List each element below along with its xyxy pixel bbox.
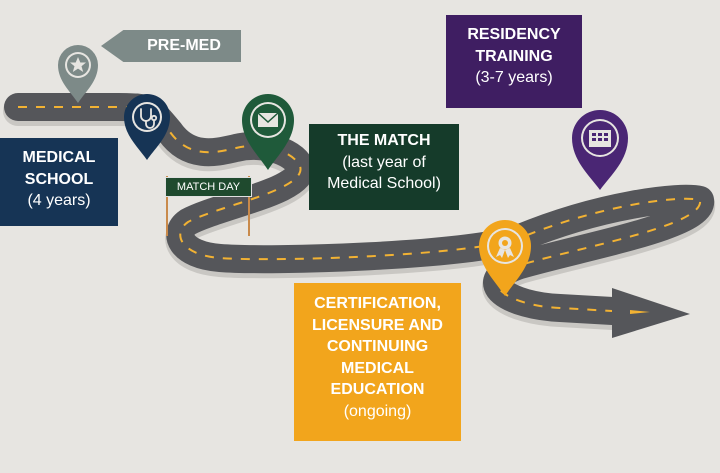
envelope-icon: [257, 112, 279, 127]
medical-school-title-line1: MEDICAL: [22, 149, 96, 166]
match-day-sign-label: MATCH DAY: [165, 177, 252, 197]
residency-pin: [572, 110, 628, 190]
certification-box: CERTIFICATION, LICENSURE AND CONTINUING …: [294, 283, 461, 441]
the-match-box: THE MATCH (last year of Medical School): [309, 124, 459, 210]
the-match-sub-line1: (last year of: [342, 153, 426, 171]
residency-duration: (3-7 years): [475, 69, 553, 87]
match-pin: [242, 94, 294, 170]
road-arrow-tip-line: [630, 310, 650, 314]
award-icon: [496, 236, 514, 258]
certification-duration: (ongoing): [343, 402, 412, 420]
premed-label: PRE-MED: [101, 30, 241, 62]
residency-title-line1: RESIDENCY: [467, 26, 561, 43]
match-day-sign: MATCH DAY: [165, 172, 252, 197]
certification-pin: [479, 220, 531, 296]
medical-school-box: MEDICAL SCHOOL (4 years): [0, 138, 118, 226]
the-match-sub-line2: Medical School): [327, 175, 441, 193]
star-icon: [70, 57, 86, 72]
stethoscope-icon: [140, 108, 158, 129]
premed-pin: [58, 45, 98, 103]
certification-line: CONTINUING: [326, 338, 429, 356]
certification-line: MEDICAL: [341, 359, 414, 377]
certification-line: EDUCATION: [330, 381, 425, 399]
residency-box: RESIDENCY TRAINING (3-7 years): [446, 15, 582, 108]
road-center-line: [18, 106, 702, 313]
certification-line: CERTIFICATION,: [314, 295, 441, 312]
the-match-title: THE MATCH: [337, 132, 431, 149]
medical-school-title-line2: SCHOOL: [24, 170, 94, 188]
medical-school-duration: (4 years): [27, 192, 91, 210]
residency-title-line2: TRAINING: [475, 47, 553, 65]
road-arrow-head: [612, 288, 690, 338]
certification-line: LICENSURE AND: [312, 316, 443, 334]
medical-school-pin: [124, 94, 170, 160]
building-icon: [589, 130, 611, 147]
